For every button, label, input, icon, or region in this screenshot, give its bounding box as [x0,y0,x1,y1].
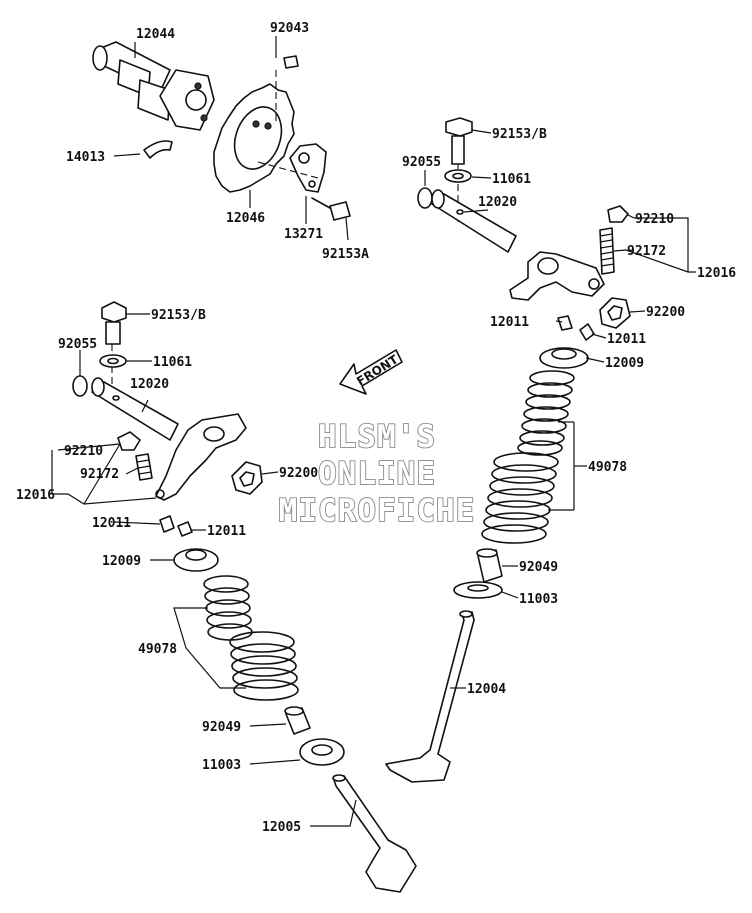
outer-spring-left [229,631,299,701]
label-92200-right: 92200 [646,305,685,320]
label-12011-right-a: 12011 [490,315,529,330]
label-12011-left-a: 12011 [92,516,131,531]
watermark-line-1: HLSM'S [318,419,436,455]
label-92049-left: 92049 [202,720,241,735]
label-92200-left: 92200 [279,466,318,481]
label-11061-right: 11061 [492,172,531,187]
bolt-92153b-right [445,117,473,165]
retainer-12009-left [173,548,219,572]
label-11003-left: 11003 [202,758,241,773]
front-direction-arrow: FRONT [339,349,403,395]
label-12020-left: 12020 [130,377,169,392]
collets-12011-left [159,515,193,537]
label-12016-right: 12016 [697,266,736,281]
o-ring-92055-right [417,187,433,209]
washer-11061-right [444,169,472,183]
label-11003-right: 11003 [519,592,558,607]
seal-92200-left [231,461,263,495]
washer-11061-left [99,354,127,368]
adjust-screw-92172-left [135,453,153,481]
label-12016-left: 12016 [16,488,55,503]
valve-12004 [385,610,475,783]
part-labels: 12044 92043 14013 12046 13271 92153A 921… [16,21,736,835]
label-92210-left: 92210 [64,444,103,459]
rocker-shaft-12020-left [91,377,179,441]
label-12011-left-b: 12011 [207,524,246,539]
nut-92210-right [607,205,629,223]
nut-92210-left [117,431,141,451]
seal-92200-right [599,297,631,329]
label-12009-left: 12009 [102,554,141,569]
stem-seal-92049-left [284,706,311,735]
label-12044: 12044 [136,27,175,42]
plate-13271 [289,143,327,193]
label-12005: 12005 [262,820,301,835]
label-92153a: 92153A [322,247,369,262]
label-92153b-right: 92153/B [492,127,547,142]
label-49078-left: 49078 [138,642,177,657]
label-11061-left: 11061 [153,355,192,370]
label-12009-right: 12009 [605,356,644,371]
bolt-92153a [311,197,351,221]
label-12020-right: 12020 [478,195,517,210]
rocker-arm-12016-left [155,413,247,501]
spring-seat-11003-left [299,738,345,766]
watermark-line-2: ONLINE [318,456,436,492]
outer-spring-right [481,452,559,544]
label-92043: 92043 [270,21,309,36]
bolt-92153b-left [101,301,127,345]
inner-spring-right [517,370,575,456]
label-92172-left: 92172 [80,467,119,482]
retainer-12009-right [539,347,589,369]
label-92153b-left: 92153/B [151,308,206,323]
label-12004: 12004 [467,682,506,697]
camshaft [92,41,215,131]
label-92172-right: 92172 [627,244,666,259]
stem-seal-92049-right [476,548,503,583]
o-ring-92055-left [72,375,88,397]
label-92210-right: 92210 [635,212,674,227]
adjust-screw-92172-right [599,227,615,275]
inner-spring-left [203,575,253,641]
label-92055-right: 92055 [402,155,441,170]
label-12011-right-b: 12011 [607,332,646,347]
rocker-arm-12016-right [509,251,605,301]
label-49078-right: 49078 [588,460,627,475]
label-13271: 13271 [284,227,323,242]
rocker-shaft-12020-right [431,189,517,253]
label-92055-left: 92055 [58,337,97,352]
valve-12005 [332,774,417,893]
collets-12011-right [557,315,595,341]
leader-lines [51,36,696,827]
label-92049-right: 92049 [519,560,558,575]
watermark-line-3: MICROFICHE [279,493,476,529]
cam-sprocket [213,83,295,193]
label-14013: 14013 [66,150,105,165]
spring-seat-11003-right [453,581,503,599]
pin-92043 [283,55,299,69]
label-12046: 12046 [226,211,265,226]
half-ring-14013 [143,140,173,159]
